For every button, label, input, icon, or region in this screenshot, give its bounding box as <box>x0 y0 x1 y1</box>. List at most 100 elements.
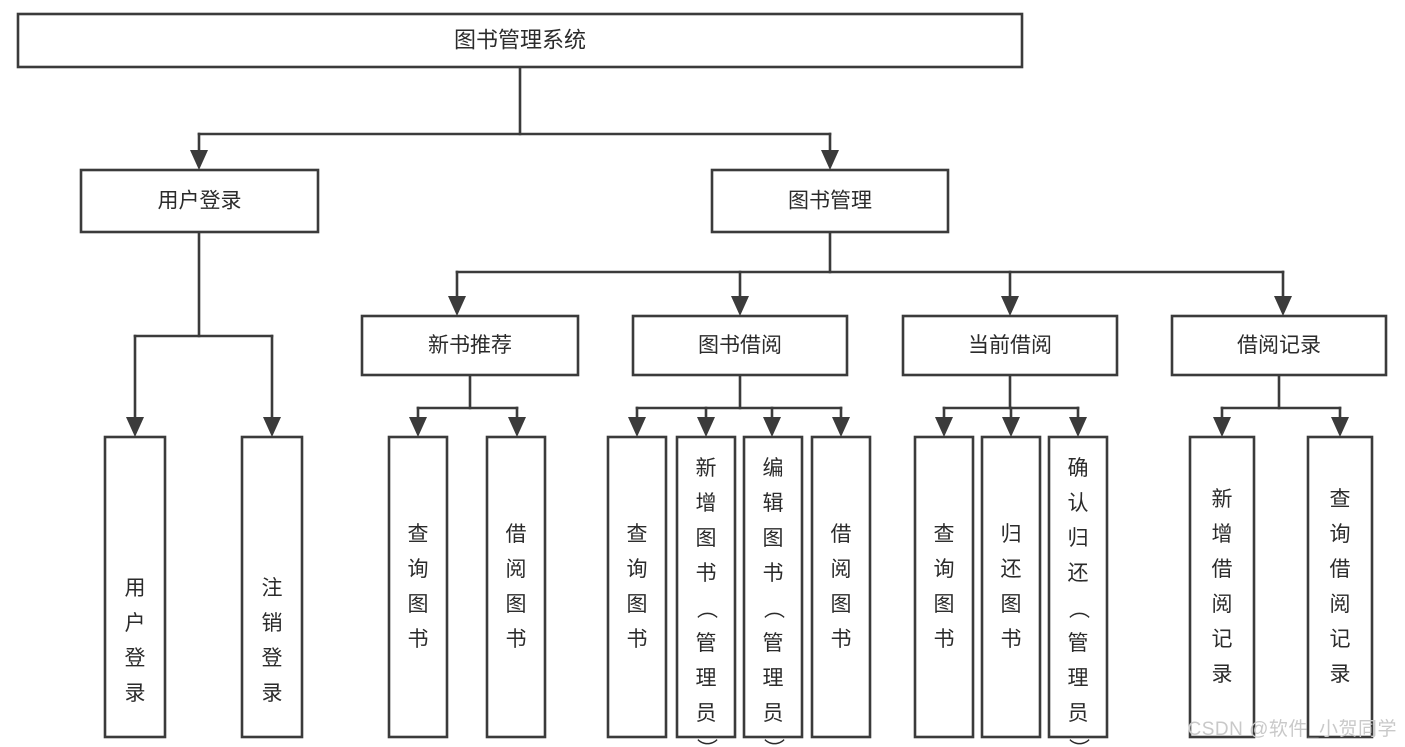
node-当前借阅[interactable]: 当前借阅 <box>901 314 1119 377</box>
leaf-label-char: 用 <box>125 577 146 600</box>
leaf-box[interactable] <box>980 435 1042 739</box>
leaf-label-char: 阅 <box>506 558 527 581</box>
book-manage-bus-arrow-3 <box>1274 296 1292 316</box>
leaf-box[interactable] <box>103 435 167 739</box>
leaf-box[interactable] <box>1188 435 1256 739</box>
borrow-bus-arrow-0 <box>628 417 646 437</box>
leaf-label-char: 图 <box>763 527 784 550</box>
node-label: 图书管理 <box>788 190 872 213</box>
leaf-label-char: 书 <box>408 628 429 651</box>
node-label: 借阅记录 <box>1237 334 1321 357</box>
leaf-box[interactable] <box>240 435 304 739</box>
leaf-label-char: 查 <box>408 523 429 546</box>
leaf-label-char: 销 <box>262 612 283 635</box>
leaf-label-char: 图 <box>506 593 527 616</box>
leaf-label-char: 户 <box>125 612 146 635</box>
leaf-用户登录-0[interactable]: 用户登录 <box>103 435 167 739</box>
node-label: 用户登录 <box>158 190 242 213</box>
leaf-label-char: ） <box>695 738 718 747</box>
node-box[interactable] <box>901 314 1119 377</box>
leaf-label-char: 书 <box>934 628 955 651</box>
node-box[interactable] <box>710 168 950 234</box>
leaf-label-char: 录 <box>125 682 146 705</box>
borrow-bus-arrow-2 <box>763 417 781 437</box>
leaf-label-char: 员 <box>1068 702 1089 725</box>
leaf-label-char: 记 <box>1330 628 1351 651</box>
leaf-label-char: 还 <box>1001 558 1022 581</box>
leaf-label-char: 认 <box>1068 492 1089 515</box>
node-借阅记录[interactable]: 借阅记录 <box>1170 314 1388 377</box>
leaf-box[interactable] <box>675 435 737 739</box>
leaf-label-char: 书 <box>1001 628 1022 651</box>
leaf-label-char: 录 <box>262 682 283 705</box>
leaf-label-char: 借 <box>1330 558 1351 581</box>
current-bus-arrow-0 <box>935 417 953 437</box>
leaf-label-char: 图 <box>831 593 852 616</box>
leaf-label-char: 增 <box>696 492 717 515</box>
leaf-label-char: 归 <box>1001 523 1022 546</box>
leaf-box[interactable] <box>387 435 449 739</box>
leaf-box[interactable] <box>742 435 804 739</box>
edge-layer <box>126 65 1349 437</box>
leaf-label-char: 还 <box>1068 562 1089 585</box>
leaf-box[interactable] <box>606 435 668 739</box>
leaf-box[interactable] <box>485 435 547 739</box>
root-bus-arrow-0 <box>190 150 208 170</box>
user-login-bus-arrow-1 <box>263 417 281 437</box>
leaf-label-char: 理 <box>1068 667 1089 690</box>
leaf-label-char: 阅 <box>1212 593 1233 616</box>
leaf-label-char: 查 <box>934 523 955 546</box>
node-box[interactable] <box>1170 314 1388 377</box>
node-用户登录[interactable]: 用户登录 <box>79 168 320 234</box>
leaf-label-char: 管 <box>763 632 784 655</box>
node-box[interactable] <box>79 168 320 234</box>
leaf-label-char: （ <box>1067 598 1090 619</box>
leaf-label-char: 新 <box>1212 488 1233 511</box>
leaf-label-char: 图 <box>696 527 717 550</box>
leaf-label-char: 阅 <box>1330 593 1351 616</box>
leaf-box[interactable] <box>1047 435 1109 739</box>
leaf-label-char: 注 <box>262 577 283 600</box>
leaf-label-char: 询 <box>408 558 429 581</box>
root-bus-arrow-1 <box>821 150 839 170</box>
leaf-label-char: （ <box>762 598 785 619</box>
leaf-box[interactable] <box>1306 435 1374 739</box>
node-box[interactable] <box>16 12 1024 69</box>
leaf-label-char: 借 <box>831 523 852 546</box>
user-login-bus-arrow-0 <box>126 417 144 437</box>
leaf-label-char: 登 <box>262 647 283 670</box>
leaf-label-char: 员 <box>763 702 784 725</box>
leaf-label-char: 询 <box>934 558 955 581</box>
leaf-label-char: 书 <box>696 562 717 585</box>
leaf-label-char: （ <box>695 598 718 619</box>
leaf-label-char: 理 <box>763 667 784 690</box>
book-manage-bus-arrow-2 <box>1001 296 1019 316</box>
book-manage-bus-arrow-1 <box>731 296 749 316</box>
node-图书借阅[interactable]: 图书借阅 <box>631 314 849 377</box>
leaf-label-char: 登 <box>125 647 146 670</box>
current-bus-arrow-1 <box>1002 417 1020 437</box>
node-box[interactable] <box>360 314 580 377</box>
leaf-box[interactable] <box>810 435 872 739</box>
leaf-box[interactable] <box>913 435 975 739</box>
node-图书管理系统[interactable]: 图书管理系统 <box>16 12 1024 69</box>
node-图书管理[interactable]: 图书管理 <box>710 168 950 234</box>
leaf-label-char: 图 <box>627 593 648 616</box>
leaf-label-char: 询 <box>627 558 648 581</box>
node-box[interactable] <box>631 314 849 377</box>
leaf-label-char: 借 <box>1212 558 1233 581</box>
node-新书推荐[interactable]: 新书推荐 <box>360 314 580 377</box>
